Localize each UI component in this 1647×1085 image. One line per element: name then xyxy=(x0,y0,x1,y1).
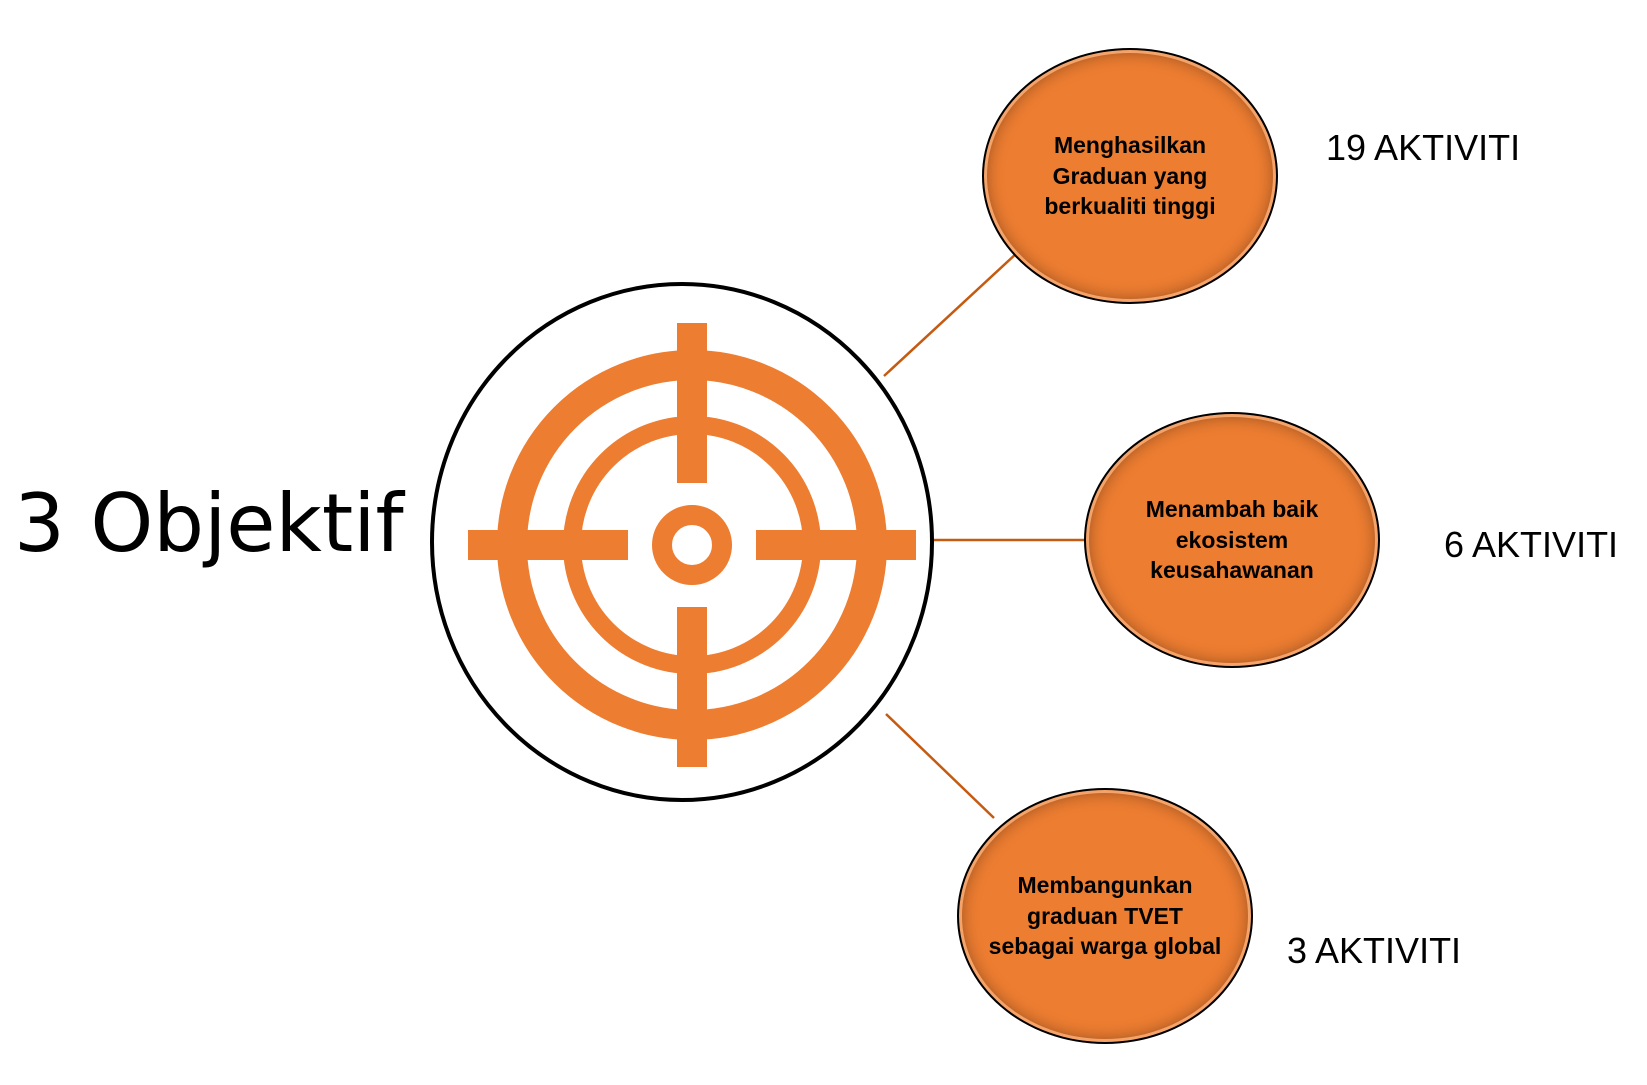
crosshair-target-icon xyxy=(468,323,916,767)
connector-line-3 xyxy=(885,713,995,819)
objective-circle-2: Menambah baik ekosistem keusahawanan xyxy=(1084,412,1380,668)
main-title: 3 Objektif xyxy=(14,477,404,570)
activity-count-1: 19 AKTIVITI xyxy=(1326,127,1521,168)
connector-line-1 xyxy=(883,251,1019,377)
objective-label-2: Menambah baik ekosistem keusahawanan xyxy=(1145,496,1319,584)
objective-circle-1: Menghasilkan Graduan yang berkualiti tin… xyxy=(982,48,1278,304)
objective-circle-3: Membangunkan graduan TVET sebagai warga … xyxy=(957,788,1253,1044)
activity-count-2: 6 AKTIVITI xyxy=(1444,524,1619,565)
activity-count-3: 3 AKTIVITI xyxy=(1287,930,1462,971)
objective-label-1: Menghasilkan Graduan yang berkualiti tin… xyxy=(1044,132,1216,220)
objective-label-3: Membangunkan graduan TVET sebagai warga … xyxy=(988,872,1222,960)
